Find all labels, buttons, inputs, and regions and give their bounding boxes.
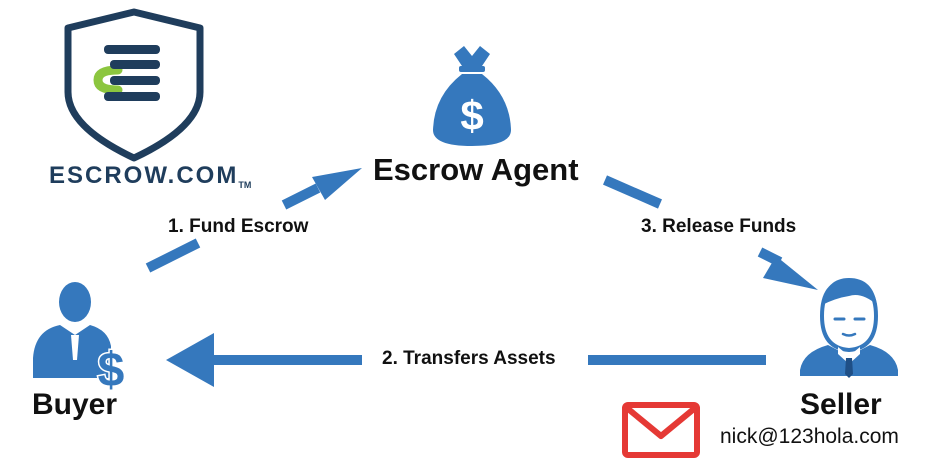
logo-trademark: TM xyxy=(238,180,252,190)
step-fund-escrow-label: 1. Fund Escrow xyxy=(168,216,309,237)
shield-logo-icon xyxy=(64,8,204,162)
envelope-icon xyxy=(622,402,700,458)
contact-email: nick@123hola.com xyxy=(720,425,899,448)
logo-brand-text: ESCROW.COM xyxy=(49,162,239,189)
buyer-label: Buyer xyxy=(32,388,118,421)
escrow-agent-label: Escrow Agent xyxy=(373,152,579,187)
svg-text:$: $ xyxy=(460,92,483,139)
step-transfers-assets-label: 2. Transfers Assets xyxy=(382,348,556,369)
money-bag-icon: $ xyxy=(433,46,511,146)
transfers-assets-arrow xyxy=(166,333,766,387)
svg-text:$: $ xyxy=(98,344,125,397)
logo-wordmark: ESCROW.COMTM xyxy=(49,162,251,190)
release-funds-arrow xyxy=(603,175,818,290)
step-release-funds-label: 3. Release Funds xyxy=(641,216,797,237)
businessman-dollar-icon: $ xyxy=(33,282,126,399)
fund-escrow-arrow xyxy=(145,168,362,273)
seller-label: Seller xyxy=(800,388,882,421)
businessman-avatar-icon xyxy=(800,278,898,378)
